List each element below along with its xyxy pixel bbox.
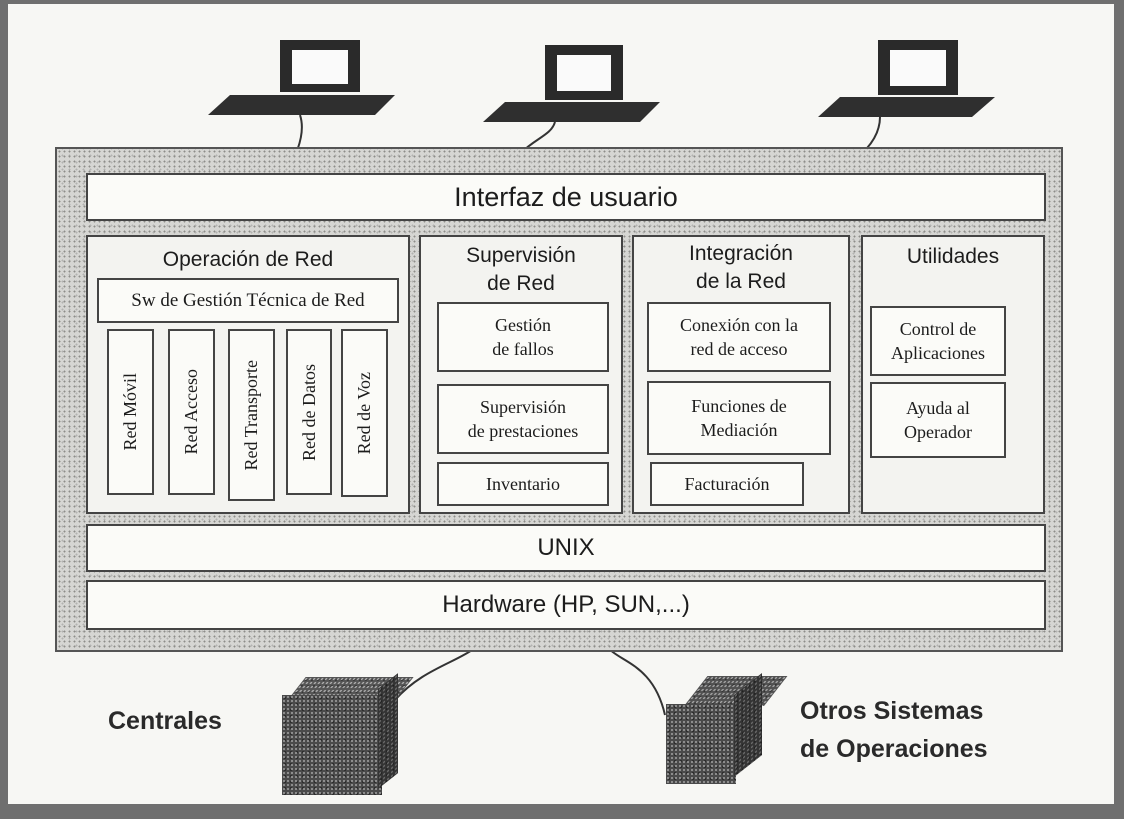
control-line2: Aplicaciones xyxy=(891,343,985,363)
funciones-line1: Funciones de xyxy=(691,396,787,416)
user-interface-bar: Interfaz de usuario xyxy=(86,173,1046,221)
red-movil-box: Red Móvil xyxy=(107,329,154,495)
inventario-box: Inventario xyxy=(437,462,609,506)
integracion-title-line2: de la Red xyxy=(696,270,786,293)
centrales-label: Centrales xyxy=(108,707,222,735)
gestion-fallos-box: Gestión de fallos xyxy=(437,302,609,372)
integracion-title-line1: Integración xyxy=(689,242,793,265)
supervision-title-line1: Supervisión xyxy=(466,244,576,267)
supervision-prestaciones-box: Supervisión de prestaciones xyxy=(437,384,609,454)
centrales-cube-front xyxy=(282,695,382,795)
gestion-fallos-line1: Gestión xyxy=(495,315,551,335)
gestion-fallos-line2: de fallos xyxy=(492,339,554,359)
centrales-cube-side xyxy=(378,673,398,789)
supervision-title: Supervisión de Red xyxy=(419,242,623,298)
red-acceso-box: Red Acceso xyxy=(168,329,215,495)
red-acceso-label: Red Acceso xyxy=(181,369,201,455)
funciones-mediacion-box: Funciones de Mediación xyxy=(647,381,831,455)
terminal-1 xyxy=(208,40,395,115)
red-de-voz-box: Red de Voz xyxy=(341,329,388,497)
user-interface-label: Interfaz de usuario xyxy=(454,181,678,212)
facturacion-box: Facturación xyxy=(650,462,804,506)
red-de-voz-label: Red de Voz xyxy=(354,371,374,455)
red-de-datos-box: Red de Datos xyxy=(286,329,332,495)
funciones-line2: Mediación xyxy=(700,420,778,440)
red-transporte-label: Red Transporte xyxy=(241,359,261,471)
hardware-bar: Hardware (HP, SUN,...) xyxy=(86,580,1046,630)
control-line1: Control de xyxy=(899,319,977,339)
ayuda-line1: Ayuda al xyxy=(906,398,970,418)
utilidades-title: Utilidades xyxy=(906,245,1000,268)
hardware-label: Hardware (HP, SUN,...) xyxy=(442,591,690,618)
red-movil-label: Red Móvil xyxy=(120,373,140,451)
ayuda-operador-box: Ayuda al Operador xyxy=(870,382,1006,458)
unix-bar: UNIX xyxy=(86,524,1046,572)
terminal-3 xyxy=(818,40,995,117)
operacion-title: Operación de Red xyxy=(162,248,334,271)
otros-line2: de Operaciones xyxy=(800,735,988,763)
integracion-title: Integración de la Red xyxy=(632,240,850,296)
red-de-datos-label: Red de Datos xyxy=(298,363,319,461)
ayuda-line2: Operador xyxy=(904,422,972,442)
sw-gestion-box: Sw de Gestión Técnica de Red xyxy=(97,278,399,323)
red-transporte-box: Red Transporte xyxy=(228,329,275,501)
centrales-cube xyxy=(274,673,414,797)
supervision-title-line2: de Red xyxy=(487,272,555,295)
conexion-line1: Conexión con la xyxy=(680,315,798,335)
otros-sistemas-label: Otros Sistemas de Operaciones xyxy=(800,692,988,768)
otros-line1: Otros Sistemas xyxy=(800,697,984,725)
conexion-red-acceso-box: Conexión con la red de acceso xyxy=(647,302,831,372)
unix-label: UNIX xyxy=(537,534,595,561)
otros-sistemas-cube xyxy=(660,673,788,796)
conexion-line2: red de acceso xyxy=(690,339,788,359)
otros-cube-front xyxy=(666,704,736,784)
control-aplicaciones-box: Control de Aplicaciones xyxy=(870,306,1006,376)
supervision-prestaciones-line1: Supervisión xyxy=(479,397,566,417)
terminal-2 xyxy=(483,45,660,122)
supervision-prestaciones-line2: de prestaciones xyxy=(467,421,579,441)
